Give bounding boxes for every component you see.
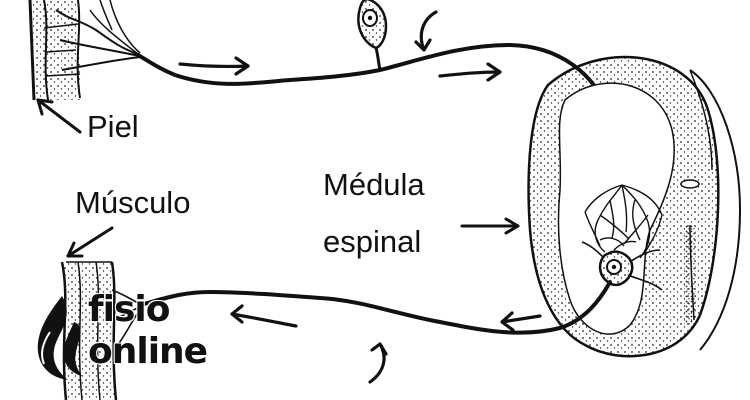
watermark-line1: fisio bbox=[88, 289, 171, 330]
motor-neuron-axon bbox=[138, 280, 612, 335]
direction-arrow-2 bbox=[438, 62, 502, 82]
spinal-cord-label-line2: espinal bbox=[323, 224, 422, 259]
direction-arrow-1 bbox=[178, 56, 250, 76]
direction-arrow-3 bbox=[414, 10, 438, 52]
watermark-line2: online bbox=[88, 331, 208, 372]
muscle-label: Músculo bbox=[75, 185, 191, 220]
synapse-branches bbox=[584, 184, 663, 259]
impulse-direction-arrows bbox=[178, 10, 542, 384]
motor-neuron-cell bbox=[581, 241, 663, 291]
skin-tissue bbox=[28, 0, 141, 101]
label-pointers bbox=[36, 98, 520, 258]
skin-label: Piel bbox=[87, 109, 139, 144]
direction-arrow-6 bbox=[368, 342, 388, 384]
spinal-cord-label-line1: Médula bbox=[323, 167, 425, 202]
direction-arrow-5 bbox=[230, 304, 298, 328]
flame-icon bbox=[37, 296, 82, 380]
direction-arrow-4 bbox=[500, 311, 542, 332]
skin-pointer-arrow bbox=[36, 98, 82, 134]
spinal-cord-section bbox=[527, 55, 742, 358]
muscle-pointer-arrow bbox=[66, 226, 114, 258]
sensory-ganglion-cell bbox=[357, 0, 388, 71]
fisio-online-watermark: fisio online bbox=[28, 292, 228, 382]
